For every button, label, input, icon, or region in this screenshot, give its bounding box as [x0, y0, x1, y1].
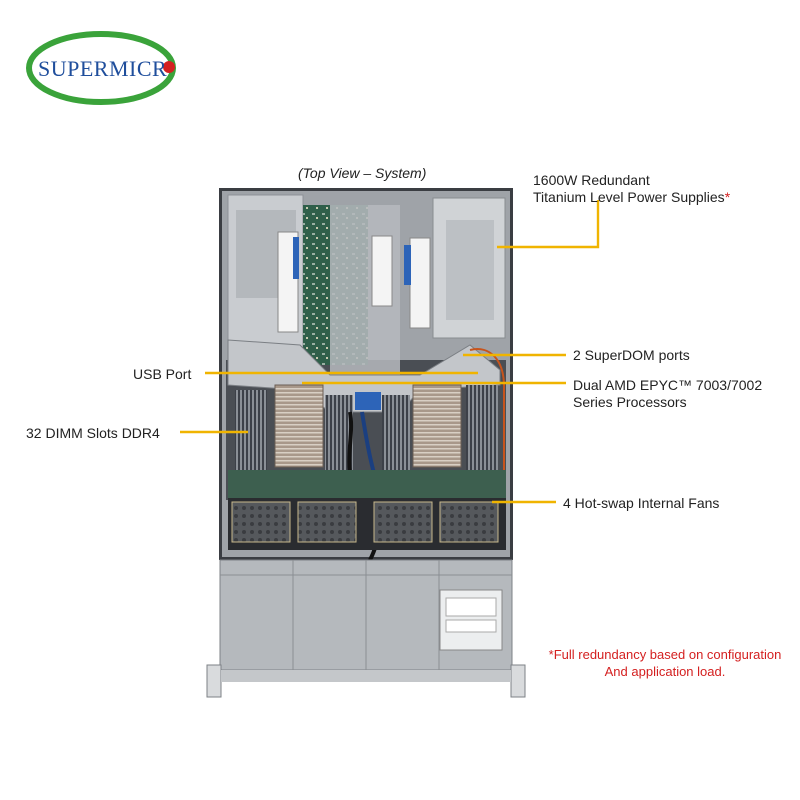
- dimm-bank-3: [382, 395, 410, 475]
- callout-processors-line1: Dual AMD EPYC™ 7003/7002: [573, 377, 763, 393]
- callout-fans: 4 Hot-swap Internal Fans: [563, 495, 720, 511]
- footnote-line2: And application load.: [604, 664, 726, 679]
- callout-processors: Dual AMD EPYC™ 7003/7002 Series Processo…: [573, 377, 762, 411]
- logo-text: SUPERMICR: [38, 56, 168, 81]
- logo-dot-icon: [163, 61, 175, 73]
- callout-power-line1: 1600W Redundant: [533, 172, 650, 188]
- callout-power-line2: Titanium Level Power Supplies*: [533, 189, 730, 206]
- cpu-heatsink-2: [412, 384, 462, 468]
- callout-usb: USB Port: [133, 366, 192, 382]
- dimm-bank-1: [235, 390, 267, 470]
- fan-4: [439, 501, 499, 543]
- callout-processors-line2: Series Processors: [573, 394, 687, 410]
- fan-row: [228, 498, 506, 550]
- leader-power: [497, 200, 600, 249]
- callout-superdom: 2 SuperDOM ports: [573, 347, 690, 363]
- leader-lines: [180, 200, 600, 504]
- fan-3: [373, 501, 433, 543]
- power-asterisk: *: [724, 189, 731, 205]
- diagram-title: (Top View – System): [298, 165, 427, 181]
- fan-1: [231, 501, 291, 543]
- front-bay: [206, 559, 526, 698]
- dimm-bank-4: [466, 385, 498, 473]
- fan-2: [297, 501, 357, 543]
- callout-dimm: 32 DIMM Slots DDR4: [26, 425, 160, 441]
- callout-power: 1600W Redundant Titanium Level Power Sup…: [533, 172, 730, 206]
- cpu-heatsink-1: [274, 384, 324, 468]
- footnote: *Full redundancy based on configuration …: [540, 646, 790, 680]
- callout-power-line2-text: Titanium Level Power Supplies: [533, 189, 725, 205]
- riser-board: [303, 205, 400, 375]
- footnote-line1: *Full redundancy based on configuration: [548, 647, 782, 662]
- supermicro-logo: [26, 31, 176, 105]
